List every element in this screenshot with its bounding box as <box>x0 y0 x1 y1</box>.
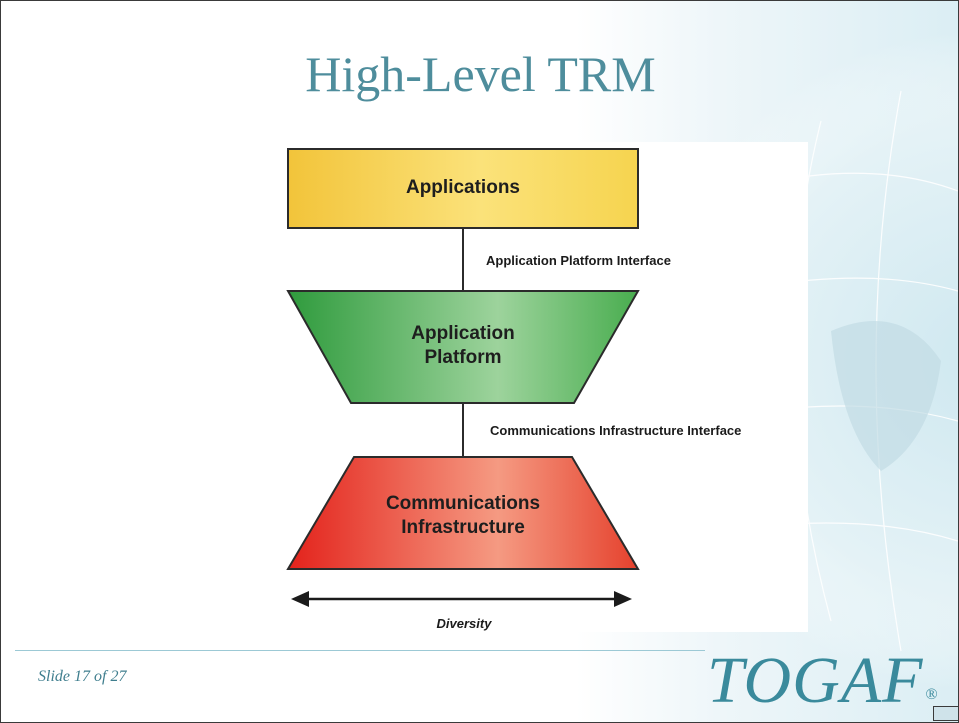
togaf-logo: TOGAF® <box>707 641 939 721</box>
cii-interface-label: Communications Infrastructure Interface <box>490 423 742 438</box>
registered-mark: ® <box>925 686 939 703</box>
trm-diagram: Applications Application Platform Commun… <box>259 142 808 632</box>
logo-text: TOGAF <box>707 644 924 717</box>
slide-number: Slide 17 of 27 <box>38 668 127 685</box>
diversity-label: Diversity <box>436 616 492 631</box>
communications-infrastructure-shape <box>286 456 640 570</box>
footer-divider <box>15 650 705 651</box>
diagram-shapes <box>286 148 640 607</box>
communications-infrastructure-label: Communications Infrastructure <box>385 493 541 538</box>
arrow-right-head <box>614 591 632 607</box>
slide-corner-button[interactable] <box>933 706 958 721</box>
application-platform-label: Application Platform <box>411 323 515 368</box>
applications-box <box>287 148 639 229</box>
slide-title: High-Level TRM <box>305 46 656 102</box>
applications-label: Applications <box>405 177 520 198</box>
application-platform-shape <box>286 290 640 404</box>
api-interface-label: Application Platform Interface <box>486 253 671 268</box>
arrow-left-head <box>291 591 309 607</box>
